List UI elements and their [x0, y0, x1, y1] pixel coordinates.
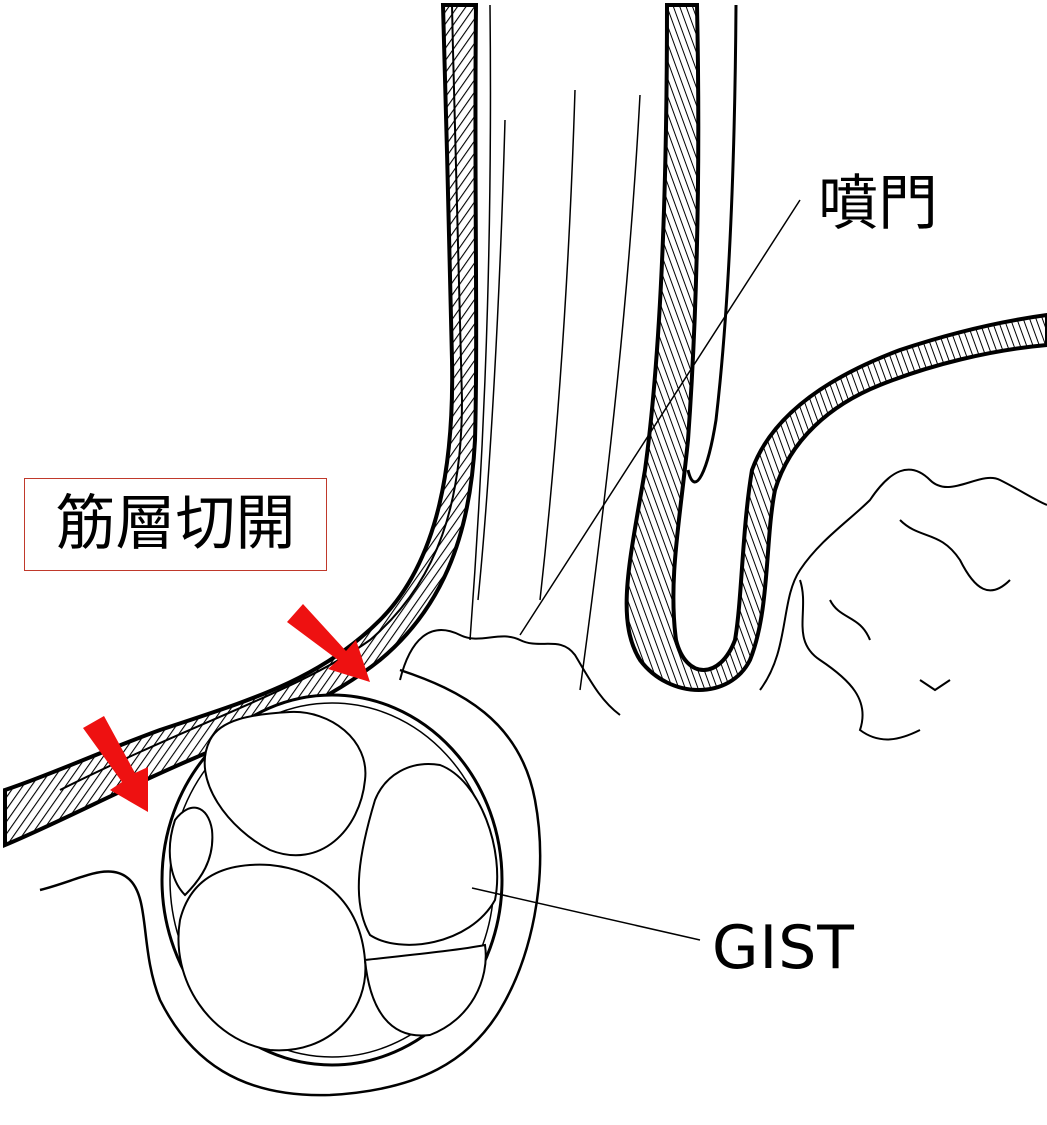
incision-label-box: 筋層切開 [24, 478, 327, 571]
gastric-mucosa [399, 468, 1047, 741]
incision-label: 筋層切開 [55, 489, 296, 559]
cardia-label: 噴門 [818, 169, 938, 239]
gist-leader-line [471, 887, 701, 941]
esophagus-right-wall [624, 3, 1047, 692]
incision-arrow-lower [83, 716, 148, 812]
tumor-capsule-outer [39, 668, 542, 1097]
cardia-leader-line [519, 199, 801, 636]
esophagus-lumen [469, 4, 641, 691]
gist-label: GIST [712, 913, 855, 983]
incision-arrow-upper [287, 604, 370, 682]
esophagus-left-wall [3, 3, 479, 849]
tumor-body [160, 693, 504, 1067]
